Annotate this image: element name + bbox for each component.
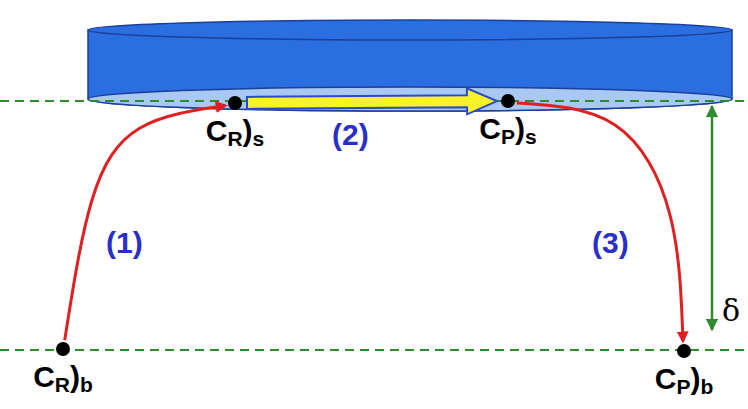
concentration-label: CR)s xyxy=(206,116,265,149)
thickness-symbol: δ xyxy=(722,296,740,326)
bulk-line xyxy=(0,349,748,351)
disk-top xyxy=(88,20,732,40)
thickness-arrow xyxy=(711,106,714,330)
concentration-label: CP)b xyxy=(655,364,714,397)
point-dot: CR)s xyxy=(228,96,242,110)
transport-arrow xyxy=(65,106,226,341)
concentration-label: CR)b xyxy=(33,362,93,395)
point-dot: CP)s xyxy=(501,94,515,108)
point-dot: CR)b xyxy=(56,342,70,356)
surface-reaction-arrow xyxy=(247,88,497,114)
concentration-label: CP)s xyxy=(479,114,536,147)
step-number: (1) xyxy=(106,228,143,258)
transport-arrow xyxy=(517,103,683,341)
step-number: (3) xyxy=(592,228,629,258)
step-number: (2) xyxy=(332,120,369,150)
point-dot: CP)b xyxy=(677,344,691,358)
